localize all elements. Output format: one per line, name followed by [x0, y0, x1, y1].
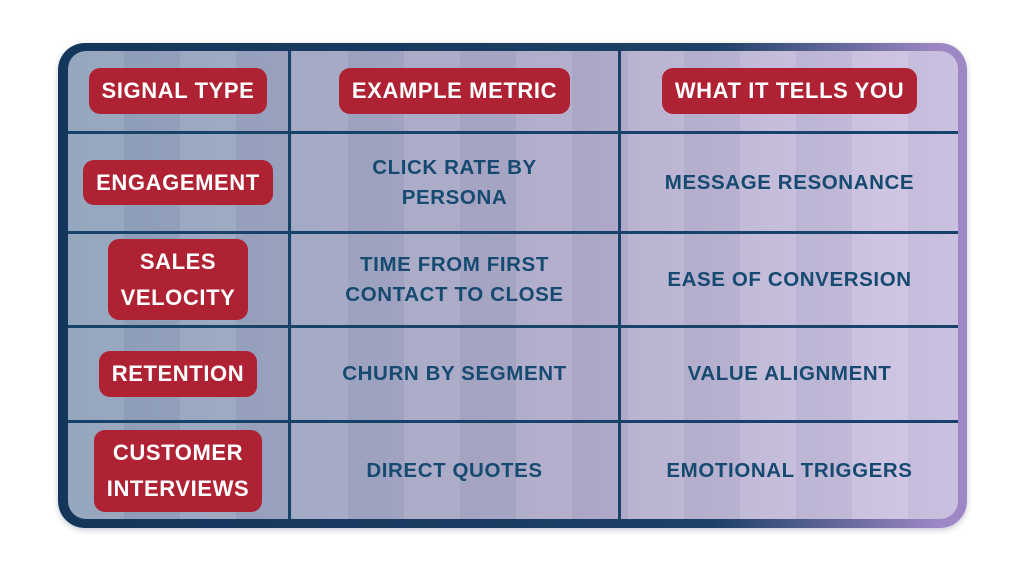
signals-table-frame: SIGNAL TYPE EXAMPLE METRIC WHAT IT TELLS… — [58, 43, 967, 528]
cell-tells-engagement: MESSAGE RESONANCE — [621, 134, 958, 234]
cell-metric-engagement: CLICK RATE BY PERSONA — [291, 134, 621, 234]
tells-text-engagement: MESSAGE RESONANCE — [664, 170, 915, 194]
cell-signal-engagement: ENGAGEMENT — [68, 134, 291, 234]
tells-text-sales-velocity: EASE OF CONVERSION — [667, 267, 912, 291]
cell-tells-customer-interviews: EMOTIONAL TRIGGERS — [621, 423, 958, 519]
signals-table: SIGNAL TYPE EXAMPLE METRIC WHAT IT TELLS… — [68, 51, 958, 519]
signal-pill-engagement: ENGAGEMENT — [83, 159, 273, 206]
metric-text-customer-interviews: DIRECT QUOTES — [366, 459, 543, 483]
cell-tells-sales-velocity: EASE OF CONVERSION — [621, 234, 958, 328]
header-cell-signal-type: SIGNAL TYPE — [68, 51, 291, 134]
signal-pill-retention: RETENTION — [98, 351, 258, 397]
tells-text-retention: VALUE ALIGNMENT — [687, 362, 892, 386]
table-grid: SIGNAL TYPE EXAMPLE METRIC WHAT IT TELLS… — [68, 51, 958, 519]
metric-text-sales-velocity: TIME FROM FIRST CONTACT TO CLOSE — [345, 253, 564, 306]
cell-metric-retention: CHURN BY SEGMENT — [291, 328, 621, 423]
header-pill-signal-type: SIGNAL TYPE — [88, 68, 268, 114]
cell-tells-retention: VALUE ALIGNMENT — [621, 328, 958, 423]
header-pill-example-metric: EXAMPLE METRIC — [338, 68, 571, 114]
cell-metric-sales-velocity: TIME FROM FIRST CONTACT TO CLOSE — [291, 234, 621, 328]
metric-text-retention: CHURN BY SEGMENT — [342, 362, 567, 386]
cell-signal-sales-velocity: SALES VELOCITY — [68, 234, 291, 328]
signal-pill-sales-velocity: SALES VELOCITY — [107, 238, 249, 321]
metric-text-engagement: CLICK RATE BY PERSONA — [372, 156, 537, 209]
cell-signal-retention: RETENTION — [68, 328, 291, 423]
cell-signal-customer-interviews: CUSTOMER INTERVIEWS — [68, 423, 291, 519]
header-pill-what-it-tells-you: WHAT IT TELLS YOU — [661, 68, 918, 114]
tells-text-customer-interviews: EMOTIONAL TRIGGERS — [666, 459, 913, 483]
signal-pill-customer-interviews: CUSTOMER INTERVIEWS — [93, 430, 263, 512]
header-cell-example-metric: EXAMPLE METRIC — [291, 51, 621, 134]
header-cell-what-it-tells-you: WHAT IT TELLS YOU — [621, 51, 958, 134]
cell-metric-customer-interviews: DIRECT QUOTES — [291, 423, 621, 519]
